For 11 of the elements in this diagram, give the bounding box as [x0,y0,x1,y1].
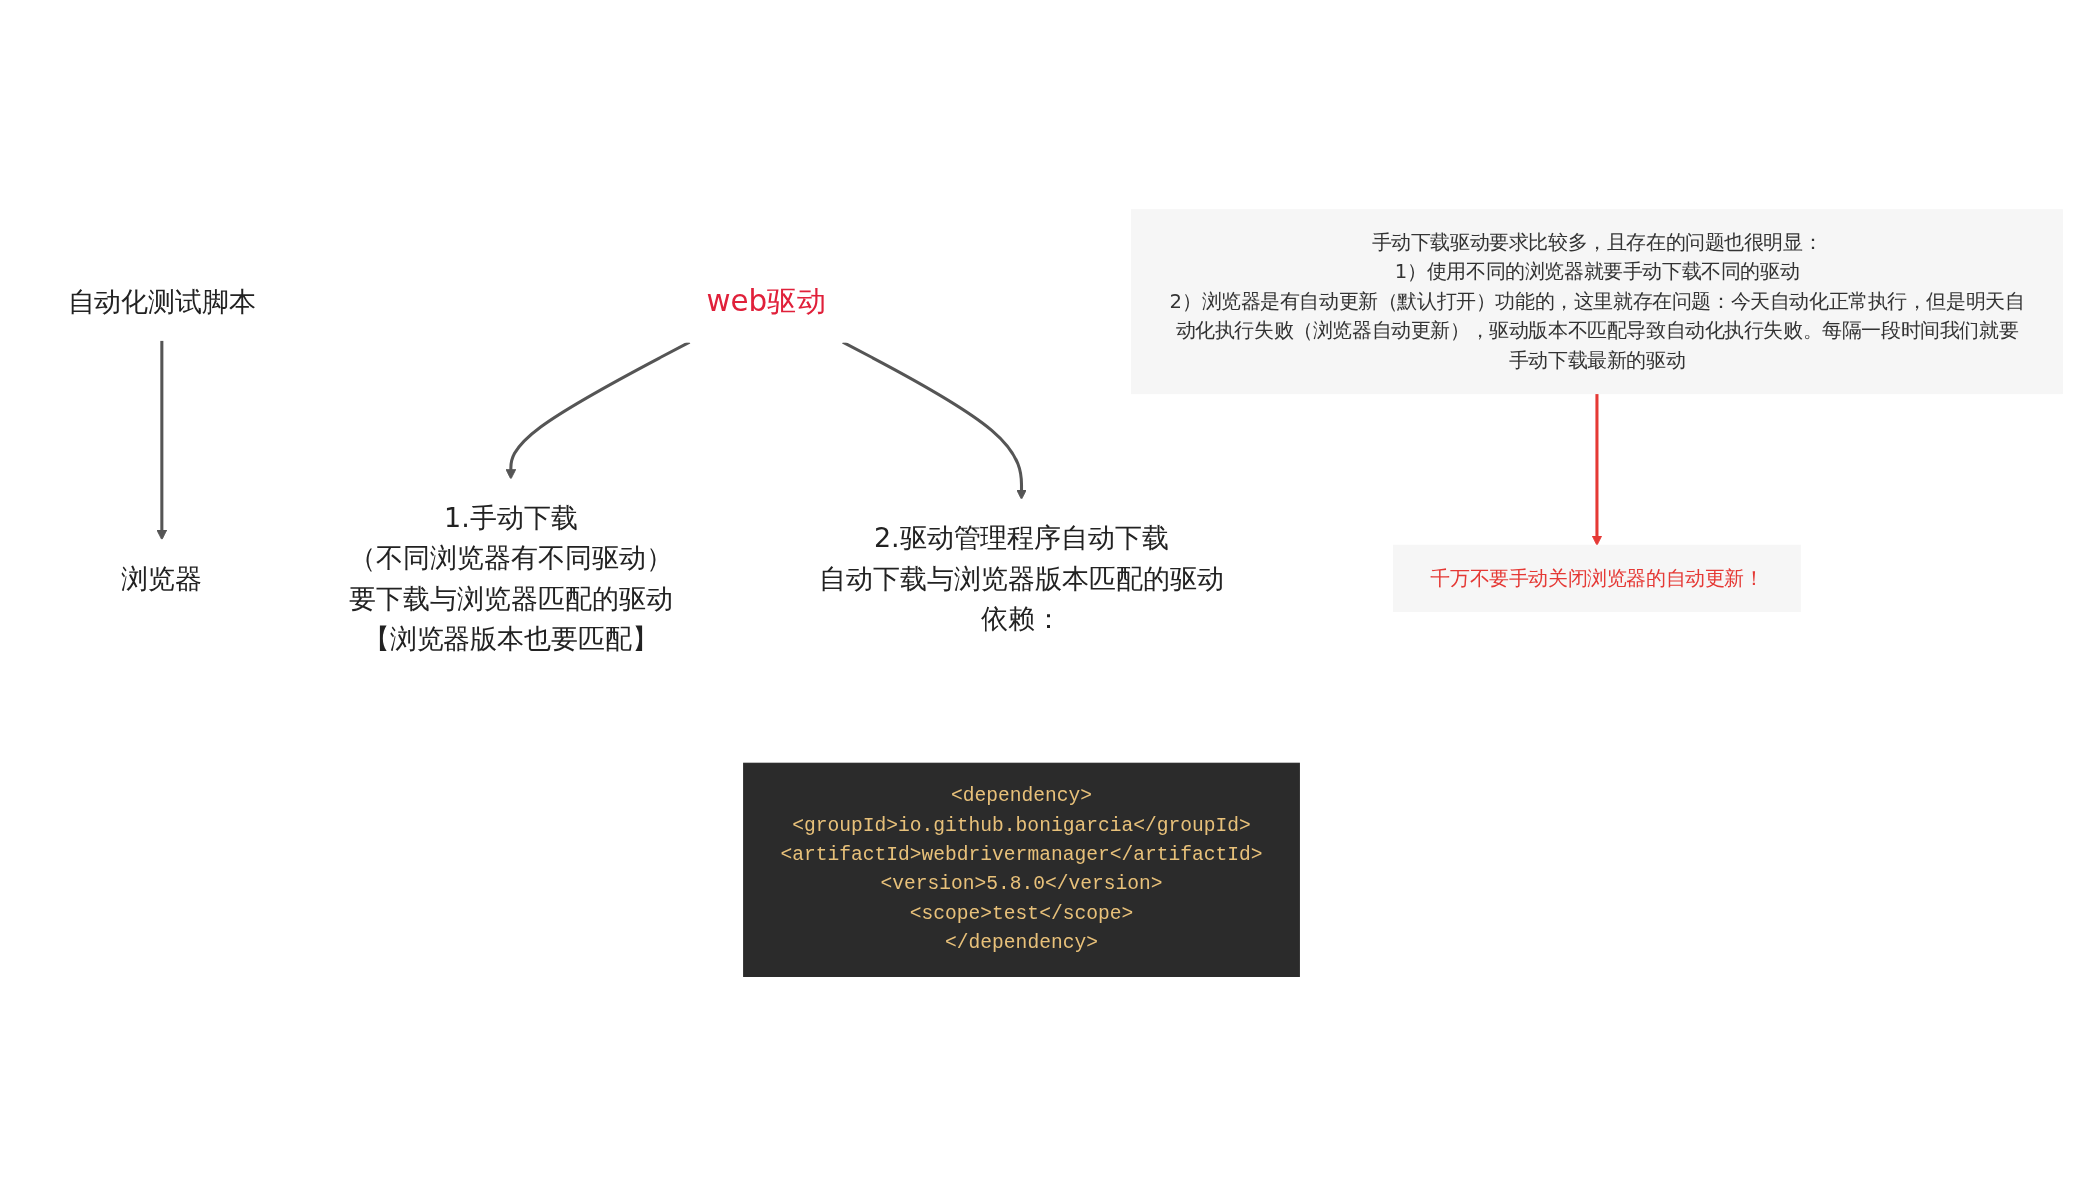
node-text: 1.手动下载 （不同浏览器有不同驱动） 要下载与浏览器匹配的驱动 【浏览器版本也要匹配】 [349,502,673,655]
node-box: <dependency> <groupId>io.github.bonigarcia</groupId> <artifactId>webdrivermanager</artifactId> <version>5.8.0</version> <scope>test</scope> </dependency> [743,763,1300,978]
arrow [842,341,1027,501]
node-text: web驱动 [706,284,826,320]
node-text: 自动化测试脚本 [67,286,257,318]
arrow [156,340,168,541]
node-text: 2.驱动管理程序自动下载 自动下载与浏览器版本匹配的驱动 依赖： [819,523,1224,635]
node-box: 千万不要手动关闭浏览器的自动更新！ [1393,545,1801,613]
node-box: 手动下载驱动要求比较多，且存在的问题也很明显： 1）使用不同的浏览器就要手动下载不同的驱动 2）浏览器是有自动更新（默认打开）功能的，这里就存在问题：今天自动化正常执行，但是明天自动化执行失败（浏览器自动更新），驱动版本不匹配导致自动化执行失败。每隔一段时间我们就要手动下载最新的驱动 [1130,209,2063,395]
node-text: 浏览器 [121,563,203,595]
arrow [505,341,691,481]
